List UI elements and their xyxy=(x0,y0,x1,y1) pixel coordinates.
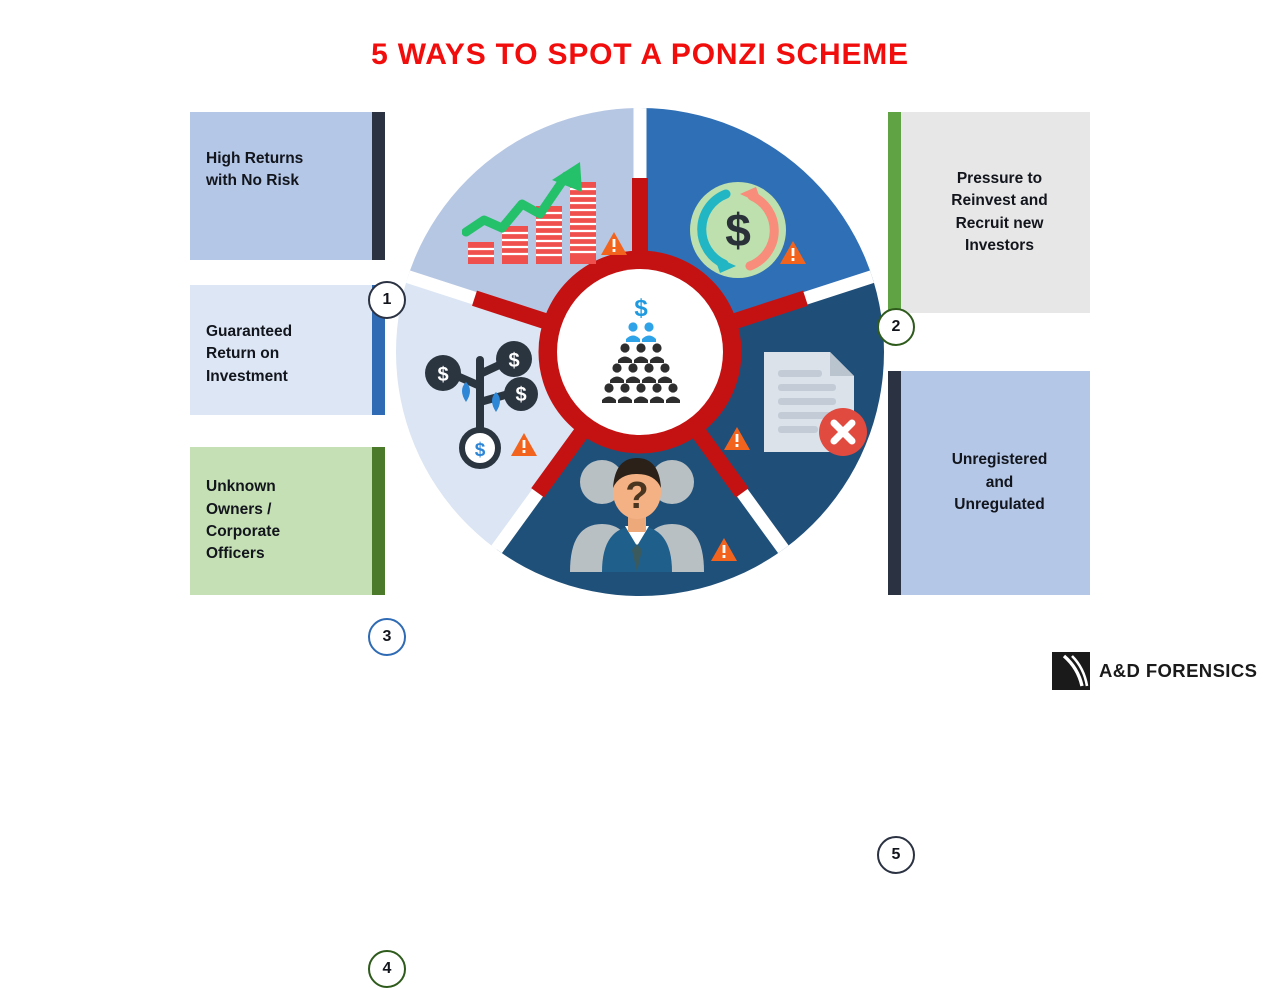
card-3-number-label: 3 xyxy=(382,628,392,645)
card-3-body: Guaranteed Return on Investment xyxy=(190,285,372,415)
card-4-accent-bar xyxy=(372,447,385,595)
brand-logo[interactable]: A&D FORENSICS xyxy=(1052,652,1257,690)
card-2-accent-bar xyxy=(888,112,901,313)
card-5-accent-bar xyxy=(888,371,901,595)
card-3[interactable]: Guaranteed Return on Investment 3 xyxy=(190,285,406,656)
card-1-label: High Returns with No Risk xyxy=(206,150,304,190)
card-5-number: 5 xyxy=(877,836,915,874)
wheel-hub-face xyxy=(557,269,723,435)
infographic-canvas: 5 WAYS TO SPOT A PONZI SCHEME High Retur… xyxy=(190,38,1257,988)
card-4[interactable]: Unknown Owners / Corporate Officers 4 xyxy=(190,447,406,988)
card-1-accent-bar xyxy=(372,112,385,260)
ad-forensics-mark-icon xyxy=(1052,652,1090,690)
card-2-body: Pressure to Reinvest and Recruit new Inv… xyxy=(901,112,1090,313)
card-4-label: Unknown Owners / Corporate Officers xyxy=(206,478,281,563)
card-1-number: 1 xyxy=(368,281,406,319)
card-5-label: Unregistered and Unregulated xyxy=(951,451,1048,514)
card-4-body: Unknown Owners / Corporate Officers xyxy=(190,447,372,595)
card-2-number-label: 2 xyxy=(891,318,901,335)
card-2[interactable]: Pressure to Reinvest and Recruit new Inv… xyxy=(877,112,1090,346)
card-1[interactable]: High Returns with No Risk 1 xyxy=(190,112,406,319)
page-title: 5 WAYS TO SPOT A PONZI SCHEME xyxy=(371,38,909,71)
card-3-label: Guaranteed Return on Investment xyxy=(206,323,293,385)
card-5[interactable]: Unregistered and Unregulated 5 xyxy=(877,371,1090,874)
brand-logo-label: A&D FORENSICS xyxy=(1099,660,1258,681)
card-2-label: Pressure to Reinvest and Recruit new Inv… xyxy=(951,169,1048,254)
card-5-number-label: 5 xyxy=(891,846,901,863)
card-2-number: 2 xyxy=(877,308,915,346)
card-4-number-label: 4 xyxy=(382,960,392,977)
card-1-number-label: 1 xyxy=(382,291,392,308)
card-5-body: Unregistered and Unregulated xyxy=(901,371,1090,595)
card-4-number: 4 xyxy=(368,950,406,988)
card-1-body: High Returns with No Risk xyxy=(190,112,372,260)
card-3-number: 3 xyxy=(368,618,406,656)
ponzi-wheel-diagram: $ xyxy=(390,100,890,605)
